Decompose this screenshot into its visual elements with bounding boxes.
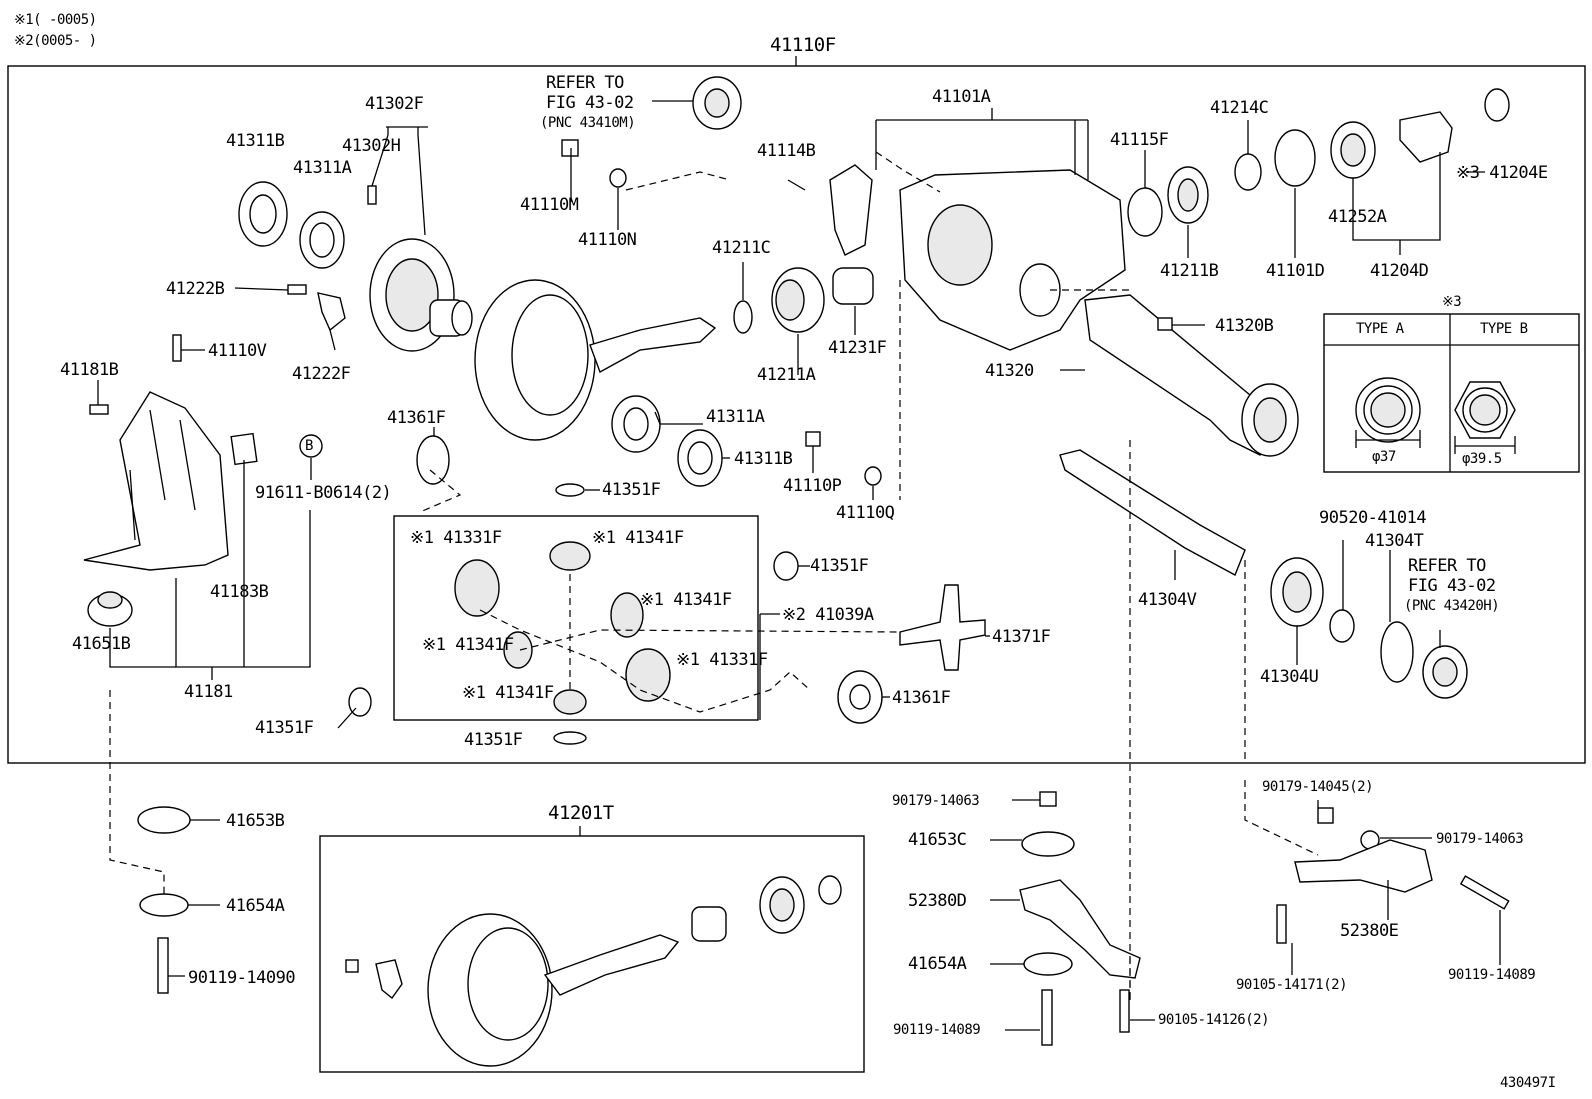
refer2-line1: REFER TO: [1408, 556, 1486, 576]
part-label[interactable]: 41183B: [210, 582, 269, 602]
part-label[interactable]: 41214C: [1210, 98, 1269, 118]
part-label[interactable]: 41371F: [992, 627, 1051, 647]
part-label[interactable]: 41304U: [1260, 667, 1319, 687]
part-label[interactable]: 41222B: [166, 279, 225, 299]
part-label[interactable]: 41653C: [908, 830, 967, 850]
part-label[interactable]: 52380E: [1340, 921, 1399, 941]
part-label[interactable]: 91611-B0614(2): [255, 483, 392, 503]
part-label[interactable]: 41252A: [1328, 207, 1387, 227]
shaft-41304v-shape: [1059, 449, 1246, 576]
part-label[interactable]: 41311A: [293, 158, 352, 178]
type-table-frame: [1323, 313, 1580, 473]
part-label[interactable]: 90179-14063: [892, 793, 980, 809]
part-label[interactable]: 41653B: [226, 811, 285, 831]
part-label[interactable]: 41181: [184, 682, 233, 702]
part-label[interactable]: 90179-14063: [1436, 831, 1524, 847]
part-label[interactable]: 41304T: [1365, 531, 1424, 551]
type-a-header: TYPE A: [1356, 321, 1404, 337]
refer1-line2: FIG 43-02: [546, 93, 634, 113]
part-label[interactable]: 41351F: [255, 718, 314, 738]
arm-52380e-shape: [1294, 839, 1433, 893]
carrier-41181-shape: [83, 391, 229, 571]
part-label[interactable]: 41320B: [1215, 316, 1274, 336]
arm-52380d-shape: [1019, 879, 1141, 979]
note-1: ※1( -0005): [14, 12, 97, 28]
part-label[interactable]: 41211A: [757, 365, 816, 385]
part-label[interactable]: 41320: [985, 361, 1034, 381]
part-label[interactable]: ※1 41341F: [592, 528, 684, 548]
part-label[interactable]: 41101A: [932, 87, 991, 107]
part-label[interactable]: ※1 41341F: [640, 590, 732, 610]
part-label[interactable]: ※1 41341F: [462, 683, 554, 703]
part-label[interactable]: 41351F: [464, 730, 523, 750]
part-label[interactable]: 41211C: [712, 238, 771, 258]
part-label[interactable]: ※1 41331F: [676, 650, 768, 670]
part-label[interactable]: 90119-14090: [188, 968, 296, 988]
part-label[interactable]: 90119-14089: [893, 1022, 981, 1038]
part-label[interactable]: 90520-41014: [1319, 508, 1427, 528]
part-label[interactable]: 41361F: [892, 688, 951, 708]
part-label[interactable]: 41110P: [783, 476, 842, 496]
part-label[interactable]: 41110M: [520, 195, 579, 215]
lower-assembly-title: 41201T: [548, 802, 614, 824]
ring-gear-box: [319, 835, 865, 1073]
part-label[interactable]: 41351F: [602, 480, 661, 500]
part-label[interactable]: 41231F: [828, 338, 887, 358]
part-label[interactable]: 41311B: [226, 131, 285, 151]
refer2-line2: FIG 43-02: [1408, 576, 1496, 596]
part-label[interactable]: 90105-14171(2): [1236, 977, 1348, 993]
part-label[interactable]: 90179-14045(2): [1262, 779, 1374, 795]
callout-b-circle: [299, 434, 323, 458]
part-label[interactable]: ※1 41341F: [422, 635, 514, 655]
part-label[interactable]: ※1 41331F: [410, 528, 502, 548]
figure-id: 430497I: [1500, 1075, 1556, 1091]
part-label[interactable]: 41302F: [365, 94, 424, 114]
assembly-title: 41110F: [770, 34, 836, 56]
refer1-line1: REFER TO: [546, 73, 624, 93]
part-label[interactable]: 90105-14126(2): [1158, 1012, 1270, 1028]
type-a-dimension: φ37: [1372, 449, 1396, 465]
part-label[interactable]: 41115F: [1110, 130, 1169, 150]
part-label[interactable]: 90119-14089: [1448, 967, 1536, 983]
note-2: ※2(0005- ): [14, 33, 97, 49]
part-label[interactable]: 41211B: [1160, 261, 1219, 281]
type-b-dimension: φ39.5: [1462, 451, 1502, 467]
part-label[interactable]: 41114B: [757, 141, 816, 161]
part-label[interactable]: 41651B: [72, 634, 131, 654]
part-label[interactable]: 41302H: [342, 136, 401, 156]
part-label[interactable]: 52380D: [908, 891, 967, 911]
part-label[interactable]: 41110Q: [836, 503, 895, 523]
part-label[interactable]: 41222F: [292, 364, 351, 384]
callout-b-letter: B: [305, 438, 313, 454]
refer2-line3: (PNC 43420H): [1404, 598, 1500, 614]
type-b-header: TYPE B: [1480, 321, 1528, 337]
part-label[interactable]: 41654A: [908, 954, 967, 974]
part-label[interactable]: 41361F: [387, 408, 446, 428]
differential-box: [393, 515, 759, 721]
type-table-title: ※3: [1442, 294, 1462, 310]
part-label[interactable]: 41204D: [1370, 261, 1429, 281]
part-label[interactable]: 41110V: [208, 341, 267, 361]
refer1-line3: (PNC 43410M): [540, 115, 636, 131]
part-label[interactable]: 41110N: [578, 230, 637, 250]
part-label[interactable]: 41351F: [810, 556, 869, 576]
part-label[interactable]: 41304V: [1138, 590, 1197, 610]
part-label[interactable]: 41311A: [706, 407, 765, 427]
part-label[interactable]: ※3 41204E: [1456, 163, 1548, 183]
part-label[interactable]: ※2 41039A: [782, 605, 874, 625]
part-label[interactable]: 41101D: [1266, 261, 1325, 281]
part-label[interactable]: 41181B: [60, 360, 119, 380]
part-label[interactable]: 41311B: [734, 449, 793, 469]
part-label[interactable]: 41654A: [226, 896, 285, 916]
